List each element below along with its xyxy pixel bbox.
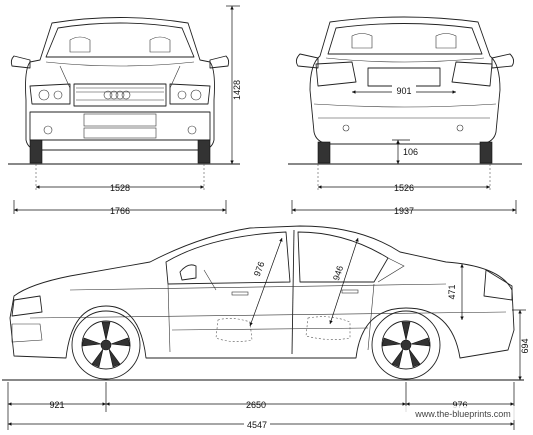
side-bumper-height-label: 694	[520, 338, 530, 353]
front-view: 1428 1528 1766	[8, 5, 242, 216]
rear-ground-clearance-label: 106	[403, 147, 418, 157]
rear-width-label: 1937	[394, 206, 414, 216]
side-view: 976 946 471 694 921 2650 976 4547	[2, 225, 530, 430]
watermark-text: www.the-blueprints.com	[414, 409, 511, 419]
front-wheel	[71, 310, 141, 380]
front-height-label: 1428	[232, 80, 242, 100]
rear-track-label: 1526	[394, 183, 414, 193]
rear-plate-width-label: 901	[396, 86, 411, 96]
audi-rings-icon	[103, 90, 131, 100]
front-width-label: 1766	[110, 206, 130, 216]
side-front-headroom-label: 976	[252, 260, 267, 278]
front-overhang-label: 921	[49, 400, 64, 410]
rear-overhang-label: 976	[452, 400, 467, 410]
side-rear-headroom-label: 946	[331, 264, 345, 281]
rear-wheel	[371, 310, 441, 380]
front-track-label: 1528	[110, 183, 130, 193]
wheelbase-label: 2650	[246, 400, 266, 410]
overall-length-label: 4547	[247, 420, 267, 430]
rear-view: 901 106 1526 1937	[288, 16, 522, 216]
side-trunk-height-label: 471	[447, 284, 457, 299]
